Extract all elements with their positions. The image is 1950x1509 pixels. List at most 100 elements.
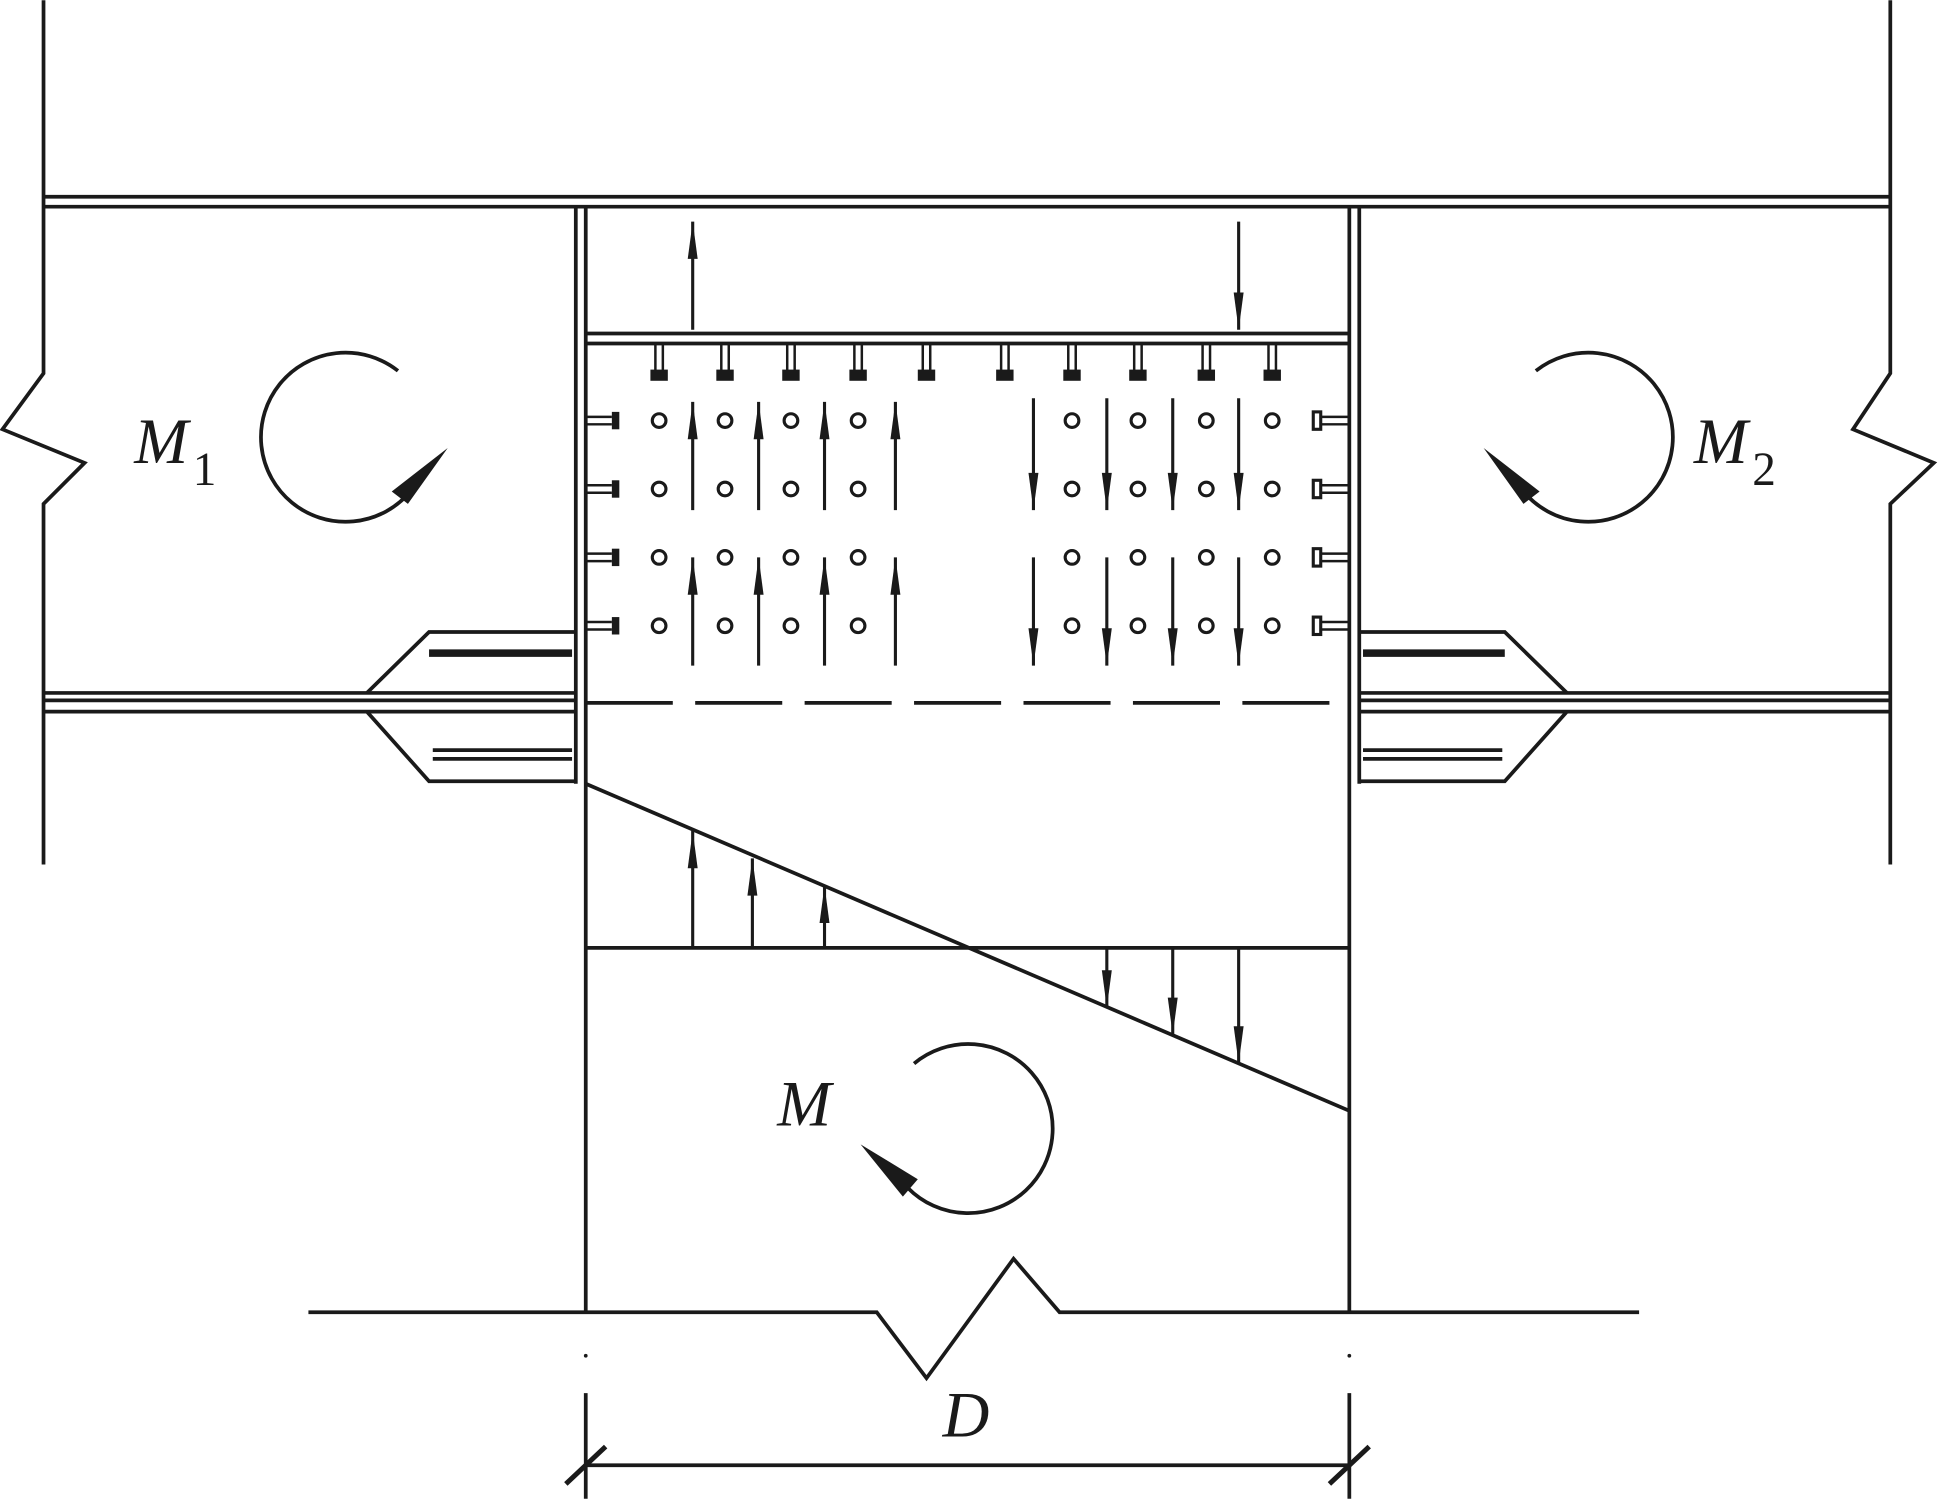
stud-head-icon (849, 369, 867, 381)
moment-m-arc-icon (906, 1042, 1055, 1216)
label-m1: M (133, 405, 191, 477)
bolt-hole-icon (1263, 617, 1281, 635)
side-stud-icon (585, 415, 612, 426)
side-stud-icon (1320, 415, 1350, 426)
arrowhead-icon (819, 557, 830, 595)
stud-head-icon (1263, 369, 1281, 381)
side-stud-head-icon (611, 480, 620, 498)
bolt-hole-icon (716, 412, 734, 429)
stud-head-icon (1129, 369, 1147, 381)
stress-diagonal (585, 782, 1351, 1113)
stud-head-icon (917, 369, 936, 381)
stud-head-icon (716, 369, 734, 381)
stud-icon (654, 343, 665, 371)
arrowhead-icon (687, 830, 698, 869)
arrowhead-icon (1233, 1026, 1244, 1064)
arrowhead-icon (819, 401, 830, 440)
stud-icon (1267, 343, 1278, 371)
moment-m1-arc-icon (259, 350, 412, 524)
side-stud-head-icon (611, 617, 620, 635)
bolt-holes (650, 412, 1281, 635)
bolt-hole-icon (1063, 617, 1081, 635)
side-stud-head-icon (611, 411, 620, 430)
arrowhead-icon (1167, 997, 1178, 1035)
bolt-hole-icon (1129, 617, 1147, 635)
arrowhead-icon (890, 401, 901, 440)
bolt-hole-icon (1063, 412, 1081, 429)
label-m2: M (1693, 405, 1751, 477)
labels: M 1 M 2 M D (133, 405, 1776, 1451)
embedded-plate (585, 331, 1350, 346)
arrowhead-icon (819, 885, 830, 924)
bolt-hole-icon (1063, 548, 1081, 566)
arrowhead-icon (1167, 472, 1178, 511)
stud-head-icon (1063, 369, 1081, 381)
bolt-hole-icon (650, 548, 668, 566)
stud-icon (921, 343, 932, 371)
moment-m2-arrowhead-icon (1483, 447, 1540, 504)
side-stud-icon (585, 552, 612, 563)
stud-icon (1067, 343, 1077, 371)
arrowhead-icon (687, 401, 698, 440)
bolt-hole-icon (1197, 617, 1215, 635)
bolt-hole-icon (1197, 480, 1215, 498)
side-stud-icon (585, 620, 612, 631)
bolt-hole-icon (849, 617, 867, 635)
label-m1-subscript: 1 (193, 444, 217, 496)
bolt-hole-icon (1197, 548, 1215, 566)
arrowhead-icon (753, 557, 764, 595)
stud-icon (1201, 343, 1212, 371)
side-stud-icon (1320, 552, 1350, 563)
arrowhead-icon (687, 557, 698, 595)
arrowhead-icon (1101, 970, 1112, 1008)
arrowhead-icon (890, 557, 901, 595)
bolt-hole-icon (1263, 412, 1281, 429)
bolt-hole-icon (782, 480, 800, 498)
label-m: M (776, 1068, 834, 1140)
stud-head-icon (1197, 369, 1216, 381)
arrowhead-icon (1167, 628, 1178, 666)
moment-m2-arc-icon (1522, 350, 1675, 524)
stud-head-icon (996, 369, 1014, 381)
moment-m-arrowhead-icon (860, 1144, 918, 1197)
bolt-hole-icon (782, 617, 800, 635)
stud-icon (853, 343, 864, 371)
bolt-hole-icon (716, 480, 734, 498)
dimension-d (564, 1353, 1371, 1499)
arrowhead-icon (1101, 628, 1112, 666)
stud-icon (720, 343, 731, 371)
column-outline (573, 206, 1362, 1313)
foundation-line (308, 1255, 1640, 1382)
arrowhead-icon (747, 858, 758, 896)
side-stud-head-icon (1311, 547, 1323, 568)
bolt-hole-icon (650, 480, 668, 498)
side-stud-head-icon (1311, 478, 1323, 500)
side-stud-head-icon (1311, 410, 1323, 431)
label-d: D (942, 1379, 990, 1451)
arrowhead-icon (1028, 472, 1039, 511)
bolt-hole-icon (1263, 480, 1281, 498)
arrowhead-icon (753, 401, 764, 440)
haunch-welds (365, 630, 1569, 784)
arrowhead-icon (1233, 628, 1244, 666)
arrowhead-icon (1028, 628, 1039, 666)
beam-outline (0, 0, 1938, 865)
bolt-hole-icon (849, 480, 867, 498)
label-m2-subscript: 2 (1752, 444, 1776, 496)
bolt-hole-icon (650, 412, 668, 429)
shear-studs (585, 343, 1350, 637)
stud-head-icon (782, 369, 800, 381)
bolt-hole-icon (716, 617, 734, 635)
moment-m1-arrowhead-icon (391, 447, 448, 504)
bolt-hole-icon (782, 548, 800, 566)
bolt-hole-icon (1129, 412, 1147, 429)
moment-arcs (259, 350, 1675, 1216)
arrowhead-icon (1233, 292, 1244, 330)
arrowhead-icon (687, 221, 698, 259)
bolt-hole-icon (782, 412, 800, 429)
force-arrows (687, 221, 1244, 1064)
stud-icon (785, 343, 796, 371)
side-stud-icon (1320, 620, 1350, 631)
